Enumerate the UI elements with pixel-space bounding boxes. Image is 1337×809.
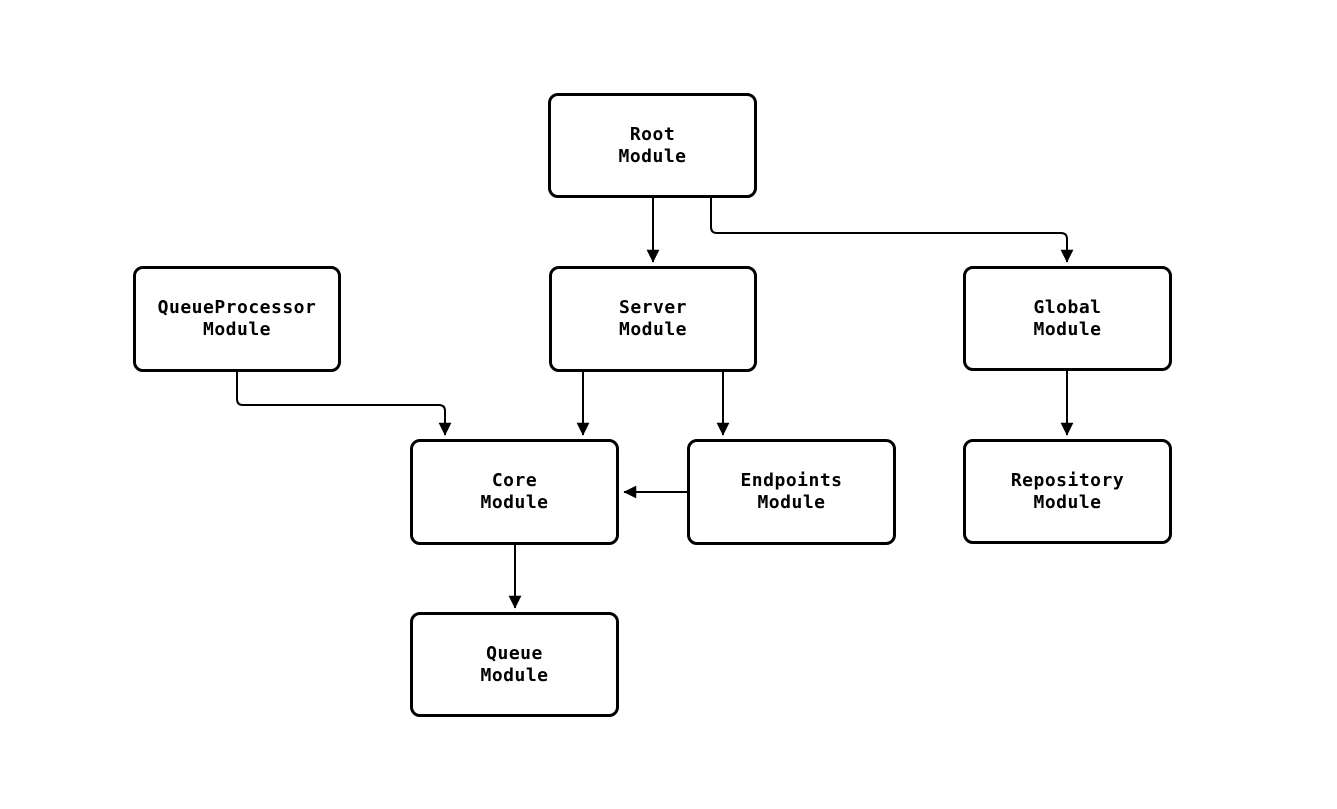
- node-queue-module: Queue Module: [410, 612, 619, 717]
- node-queueprocessor-module: QueueProcessor Module: [133, 266, 341, 372]
- node-root-module: Root Module: [548, 93, 757, 198]
- node-server-module: Server Module: [549, 266, 757, 372]
- node-global-module: Global Module: [963, 266, 1172, 371]
- node-label-global-module: Global Module: [1033, 296, 1102, 340]
- node-label-core-module: Core Module: [480, 470, 549, 513]
- node-label-endpoints-module: Endpoints Module: [740, 470, 843, 513]
- node-repository-module: Repository Module: [963, 439, 1172, 544]
- node-label-queue-module: Queue Module: [480, 642, 549, 686]
- node-endpoints-module: Endpoints Module: [687, 439, 896, 545]
- node-core-module: Core Module: [410, 439, 619, 545]
- edge-queueprocessor-module-to-core-module: [236, 372, 452, 436]
- node-label-repository-module: Repository Module: [1010, 469, 1125, 513]
- edge-root-module-to-global-module: [710, 198, 1074, 263]
- node-label-queueprocessor-module: QueueProcessor Module: [157, 297, 317, 340]
- node-label-root-module: Root Module: [618, 123, 687, 167]
- node-label-server-module: Server Module: [618, 297, 688, 340]
